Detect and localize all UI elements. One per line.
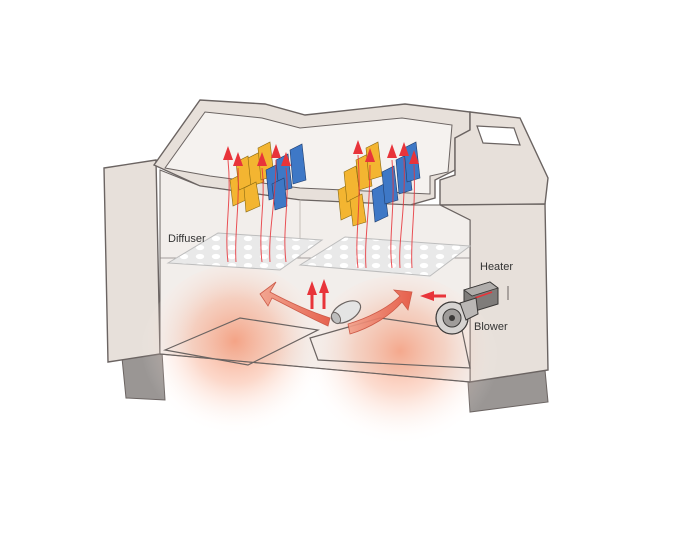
- diffuser-label: Diffuser: [168, 233, 206, 245]
- blower-fan-icon: [435, 297, 479, 335]
- heater-label: Heater: [480, 261, 513, 273]
- nozzle-airflow: [259, 281, 413, 335]
- diffuser-plate-left: [166, 232, 324, 271]
- diffuser-plates: [166, 232, 472, 277]
- airflow-arrow-icon: [223, 140, 419, 166]
- airflow-lines: [226, 154, 415, 269]
- blower-label: Blower: [474, 321, 508, 333]
- diffuser-plate-right: [298, 236, 472, 277]
- heat-glow: [140, 265, 500, 465]
- airflow-arrow-icon: [307, 279, 446, 309]
- spray-nozzle-icon: [330, 300, 362, 325]
